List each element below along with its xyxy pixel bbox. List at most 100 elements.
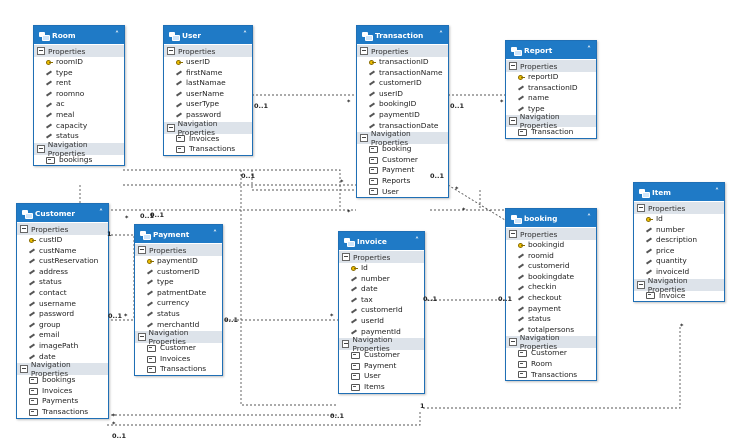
property-row[interactable]: userName [164,89,252,100]
entity-header[interactable]: Report˄ [506,41,596,59]
property-row[interactable]: roomID [34,57,124,68]
entity-header[interactable]: User˄ [164,26,252,44]
collapse-minus-icon[interactable] [342,340,350,349]
property-row[interactable]: price [634,246,724,257]
properties-section-header[interactable]: Properties [506,60,596,72]
property-row[interactable]: type [135,277,222,288]
navigation-section-header[interactable]: Navigation Properties [506,333,596,351]
property-row[interactable]: Id [339,263,424,274]
property-row[interactable]: email [17,330,108,341]
properties-section-header[interactable]: Properties [34,45,124,57]
property-row[interactable]: roomno [34,89,124,100]
property-row[interactable]: currency [135,298,222,309]
collapse-minus-icon[interactable] [509,230,517,238]
property-row[interactable]: firstName [164,68,252,79]
property-row[interactable]: quantity [634,256,724,267]
navigation-property-row[interactable]: Customer [339,350,424,361]
property-row[interactable]: customerid [506,261,596,272]
property-row[interactable]: description [634,235,724,246]
entity-header[interactable]: Invoice˄ [339,232,424,250]
property-row[interactable]: username [17,299,108,310]
navigation-section-header[interactable]: Navigation Properties [17,360,108,378]
property-row[interactable]: payment [506,304,596,315]
navigation-property-row[interactable]: Room [506,359,596,370]
property-row[interactable]: password [164,110,252,121]
property-row[interactable]: custID [17,235,108,246]
navigation-property-row[interactable]: Reports [357,176,448,187]
collapse-minus-icon[interactable] [637,280,645,289]
property-row[interactable]: contact [17,288,108,299]
property-row[interactable]: number [339,274,424,285]
navigation-property-row[interactable]: Payments [17,396,108,407]
collapse-icon[interactable]: ˄ [439,30,443,39]
association-line[interactable] [240,170,338,406]
property-row[interactable]: bookingid [506,240,596,251]
navigation-property-row[interactable]: bookings [34,155,124,166]
property-row[interactable]: customerID [135,267,222,278]
properties-section-header[interactable]: Properties [634,202,724,214]
navigation-property-row[interactable]: Invoices [135,354,222,365]
navigation-property-row[interactable]: Invoices [164,134,252,145]
collapse-icon[interactable]: ˄ [587,213,591,222]
property-row[interactable]: invoiceId [634,267,724,278]
property-row[interactable]: userType [164,99,252,110]
property-row[interactable]: userID [164,57,252,68]
property-row[interactable]: type [506,104,596,115]
navigation-property-row[interactable]: Transactions [506,370,596,381]
navigation-property-row[interactable]: Invoice [634,291,724,302]
property-row[interactable]: status [34,131,124,142]
property-row[interactable]: date [339,284,424,295]
property-row[interactable]: roomid [506,251,596,262]
property-row[interactable]: ac [34,99,124,110]
navigation-section-header[interactable]: Navigation Properties [339,335,424,353]
property-row[interactable]: paymentID [357,110,448,121]
property-row[interactable]: transactionID [357,57,448,68]
property-row[interactable]: userID [357,89,448,100]
navigation-property-row[interactable]: User [357,187,448,198]
navigation-property-row[interactable]: Transactions [17,407,108,418]
navigation-section-header[interactable]: Navigation Properties [164,119,252,137]
collapse-icon[interactable]: ˄ [415,236,419,245]
navigation-property-row[interactable]: Customer [357,155,448,166]
property-row[interactable]: date [17,352,108,363]
properties-section-header[interactable]: Properties [506,228,596,240]
property-row[interactable]: Id [634,214,724,225]
navigation-section-header[interactable]: Navigation Properties [34,140,124,158]
properties-section-header[interactable]: Properties [135,244,222,256]
entity-header[interactable]: Transaction˄ [357,26,448,44]
navigation-section-header[interactable]: Navigation Properties [634,276,724,294]
property-row[interactable]: lastNamae [164,78,252,89]
navigation-property-row[interactable]: bookings [17,375,108,386]
association-line[interactable] [107,410,421,426]
property-row[interactable]: password [17,309,108,320]
collapse-minus-icon[interactable] [138,333,146,342]
navigation-property-row[interactable]: Transactions [164,144,252,155]
property-row[interactable]: status [506,314,596,325]
collapse-icon[interactable]: ˄ [715,187,719,196]
collapse-minus-icon[interactable] [509,338,517,347]
collapse-minus-icon[interactable] [138,246,146,254]
entity-header[interactable]: Payment˄ [135,225,222,243]
collapse-minus-icon[interactable] [637,204,645,212]
collapse-minus-icon[interactable] [20,365,28,374]
collapse-minus-icon[interactable] [20,225,28,233]
property-row[interactable]: paymentID [135,256,222,267]
collapse-icon[interactable]: ˄ [99,208,103,217]
property-row[interactable]: capacity [34,121,124,132]
collapse-minus-icon[interactable] [37,47,45,55]
collapse-icon[interactable]: ˄ [587,45,591,54]
property-row[interactable]: status [135,309,222,320]
property-row[interactable]: custName [17,246,108,257]
property-row[interactable]: name [506,93,596,104]
collapse-minus-icon[interactable] [37,144,45,153]
property-row[interactable]: reportID [506,72,596,83]
properties-section-header[interactable]: Properties [339,251,424,263]
association-line[interactable] [123,169,341,208]
property-row[interactable]: merchantId [135,320,222,331]
navigation-property-row[interactable]: Payment [357,165,448,176]
